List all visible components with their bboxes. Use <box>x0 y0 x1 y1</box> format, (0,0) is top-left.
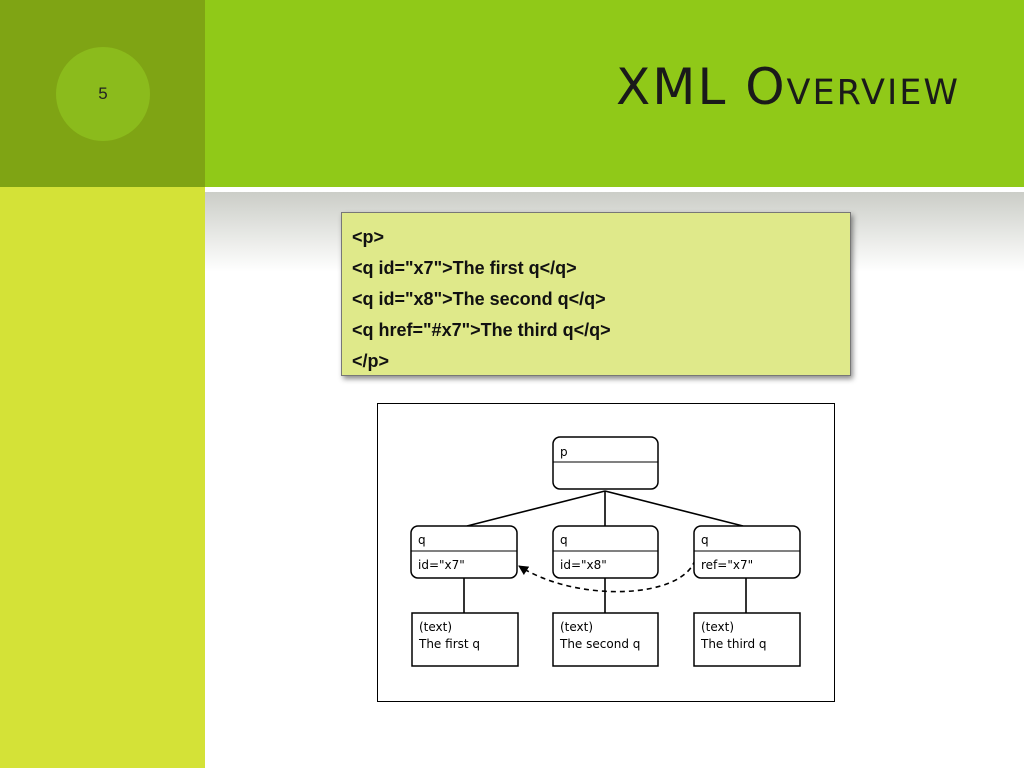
title-header <box>205 0 1024 187</box>
node-q3-attr: ref="x7" <box>701 558 753 572</box>
xml-tree-diagram: p q id="x7" q id="x8" q ref="x7" (text) … <box>377 403 835 702</box>
code-line: <q id="x8">The second q</q> <box>352 289 606 309</box>
node-text2-type: (text) <box>560 620 593 634</box>
node-q1-label: q <box>418 533 426 547</box>
slide-number: 5 <box>56 47 150 141</box>
code-line: <q href="#x7">The third q</q> <box>352 320 611 340</box>
node-p: p <box>552 436 659 490</box>
node-text1-value: The first q <box>418 637 480 651</box>
node-p-label: p <box>560 445 568 459</box>
node-q3: q ref="x7" <box>693 525 801 579</box>
code-line: <p> <box>352 227 385 247</box>
node-text2: (text) The second q <box>552 612 659 667</box>
node-text1-type: (text) <box>419 620 452 634</box>
node-text1: (text) The first q <box>411 612 519 667</box>
node-q1: q id="x7" <box>410 525 518 579</box>
slide-number-text: 5 <box>98 84 108 103</box>
node-q2: q id="x8" <box>552 525 659 579</box>
sidebar-bottom-panel <box>0 187 205 768</box>
node-text3-type: (text) <box>701 620 734 634</box>
reference-arrow <box>518 559 696 593</box>
tree-connectors <box>463 490 747 613</box>
slide-title: XML Overview <box>616 58 960 116</box>
code-box: <p> <q id="x7">The first q</q> <q id="x8… <box>341 212 851 376</box>
node-q2-label: q <box>560 533 568 547</box>
node-q1-attr: id="x7" <box>418 558 465 572</box>
node-text2-value: The second q <box>559 637 640 651</box>
header-divider <box>205 187 1024 192</box>
code-line: </p> <box>352 351 390 371</box>
node-text3: (text) The third q <box>693 612 801 667</box>
node-q2-attr: id="x8" <box>560 558 607 572</box>
node-q3-label: q <box>701 533 709 547</box>
code-line: <q id="x7">The first q</q> <box>352 258 577 278</box>
node-text3-value: The third q <box>700 637 767 651</box>
